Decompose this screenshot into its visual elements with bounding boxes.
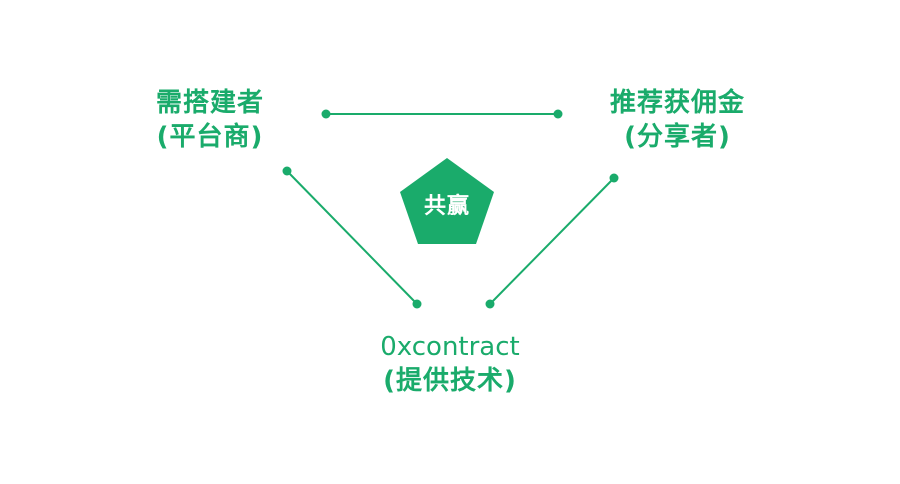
node-right-subtitle: (分享者)	[624, 122, 731, 152]
connector-left-bottom	[286, 170, 418, 305]
connector-endpoint	[282, 166, 292, 176]
node-bottom-title: 0xcontract	[380, 332, 520, 362]
node-left-label: 需搭建者 (平台商)	[145, 86, 275, 154]
node-bottom-subtitle: (提供技术)	[383, 366, 517, 396]
connector-endpoint	[485, 299, 495, 309]
node-bottom-label: 0xcontract (提供技术)	[370, 330, 530, 398]
node-left-title: 需搭建者	[155, 88, 264, 118]
center-label: 共赢	[423, 194, 470, 219]
connector-endpoint	[609, 173, 619, 183]
center-pentagon	[400, 158, 494, 244]
node-left-subtitle: (平台商)	[156, 122, 264, 152]
connector-endpoint	[553, 109, 563, 119]
connector-endpoint	[412, 299, 422, 309]
node-right-title: 推荐获佣金	[609, 88, 745, 118]
node-right-label: 推荐获佣金 (分享者)	[600, 86, 755, 154]
connector-right-bottom	[489, 177, 615, 305]
connector-endpoint	[321, 109, 331, 119]
